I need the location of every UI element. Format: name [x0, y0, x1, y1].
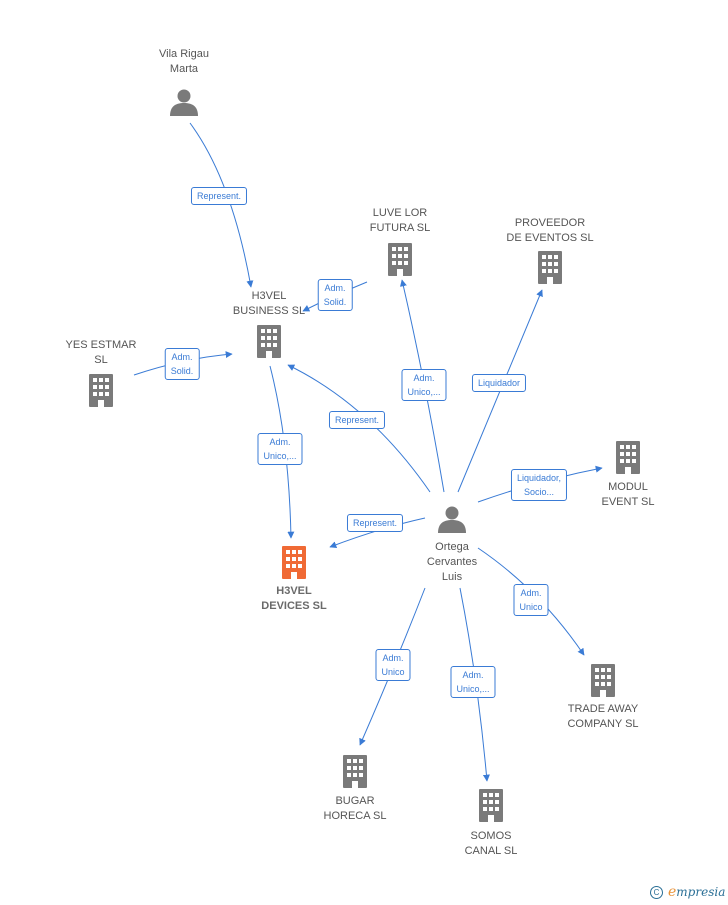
node-label-proveedor[interactable]: PROVEEDOR DE EVENTOS SL: [506, 217, 594, 244]
building-icon-bugar[interactable]: [343, 755, 367, 788]
node-label-trade[interactable]: TRADE AWAY COMPANY SL: [567, 703, 639, 730]
edge-label-ortega-to-somos[interactable]: Adm. Unico,...: [450, 666, 496, 698]
node-label-vila[interactable]: Vila Rigau Marta: [159, 48, 209, 75]
edge-label-vila-to-h3vel_business[interactable]: Represent.: [190, 187, 248, 205]
edge-label-yes-to-h3vel_business[interactable]: Adm. Solid.: [164, 348, 200, 380]
building-icon-yes[interactable]: [89, 374, 113, 407]
building-icon-luve[interactable]: [388, 243, 412, 276]
edge-label-ortega-to-modul[interactable]: Liquidador, Socio...: [510, 469, 568, 501]
edge-label-ortega-to-h3vel_business[interactable]: Represent.: [328, 411, 386, 429]
building-icon-modul[interactable]: [616, 441, 640, 474]
node-label-yes[interactable]: YES ESTMAR SL: [65, 339, 137, 366]
node-label-luve[interactable]: LUVE LOR FUTURA SL: [369, 207, 431, 234]
node-label-h3vel_devices[interactable]: H3VEL DEVICES SL: [261, 585, 327, 612]
node-label-bugar[interactable]: BUGAR HORECA SL: [323, 795, 387, 822]
edge-label-ortega-to-trade[interactable]: Adm. Unico: [513, 584, 549, 616]
edge-label-ortega-to-h3vel_devices[interactable]: Represent.: [346, 514, 404, 532]
node-label-h3vel_business[interactable]: H3VEL BUSINESS SL: [232, 290, 306, 317]
building-icon-somos[interactable]: [479, 789, 503, 822]
building-icon-trade[interactable]: [591, 664, 615, 697]
edge-label-ortega-to-proveedor[interactable]: Liquidador: [471, 374, 527, 392]
building-icon-h3vel_business[interactable]: [257, 325, 281, 358]
edge-vila-to-h3vel_business: [189, 122, 254, 288]
node-label-somos[interactable]: SOMOS CANAL SL: [464, 830, 518, 857]
node-label-ortega[interactable]: Ortega Cervantes Luis: [426, 541, 478, 583]
building-icon-proveedor[interactable]: [538, 251, 562, 284]
person-icon-ortega[interactable]: [438, 506, 466, 534]
node-label-modul[interactable]: MODUL EVENT SL: [601, 481, 655, 508]
edge-label-luve-to-h3vel_business[interactable]: Adm. Solid.: [317, 279, 353, 311]
building-icon-h3vel_devices[interactable]: [282, 546, 306, 579]
person-icon-vila[interactable]: [170, 89, 198, 117]
edge-label-ortega-to-luve[interactable]: Adm. Unico,...: [401, 369, 447, 401]
copyright-icon: C: [650, 886, 663, 900]
edge-label-ortega-to-bugar[interactable]: Adm. Unico: [375, 649, 411, 681]
edge-label-h3vel_business-to-h3vel_devices[interactable]: Adm. Unico,...: [257, 433, 303, 465]
